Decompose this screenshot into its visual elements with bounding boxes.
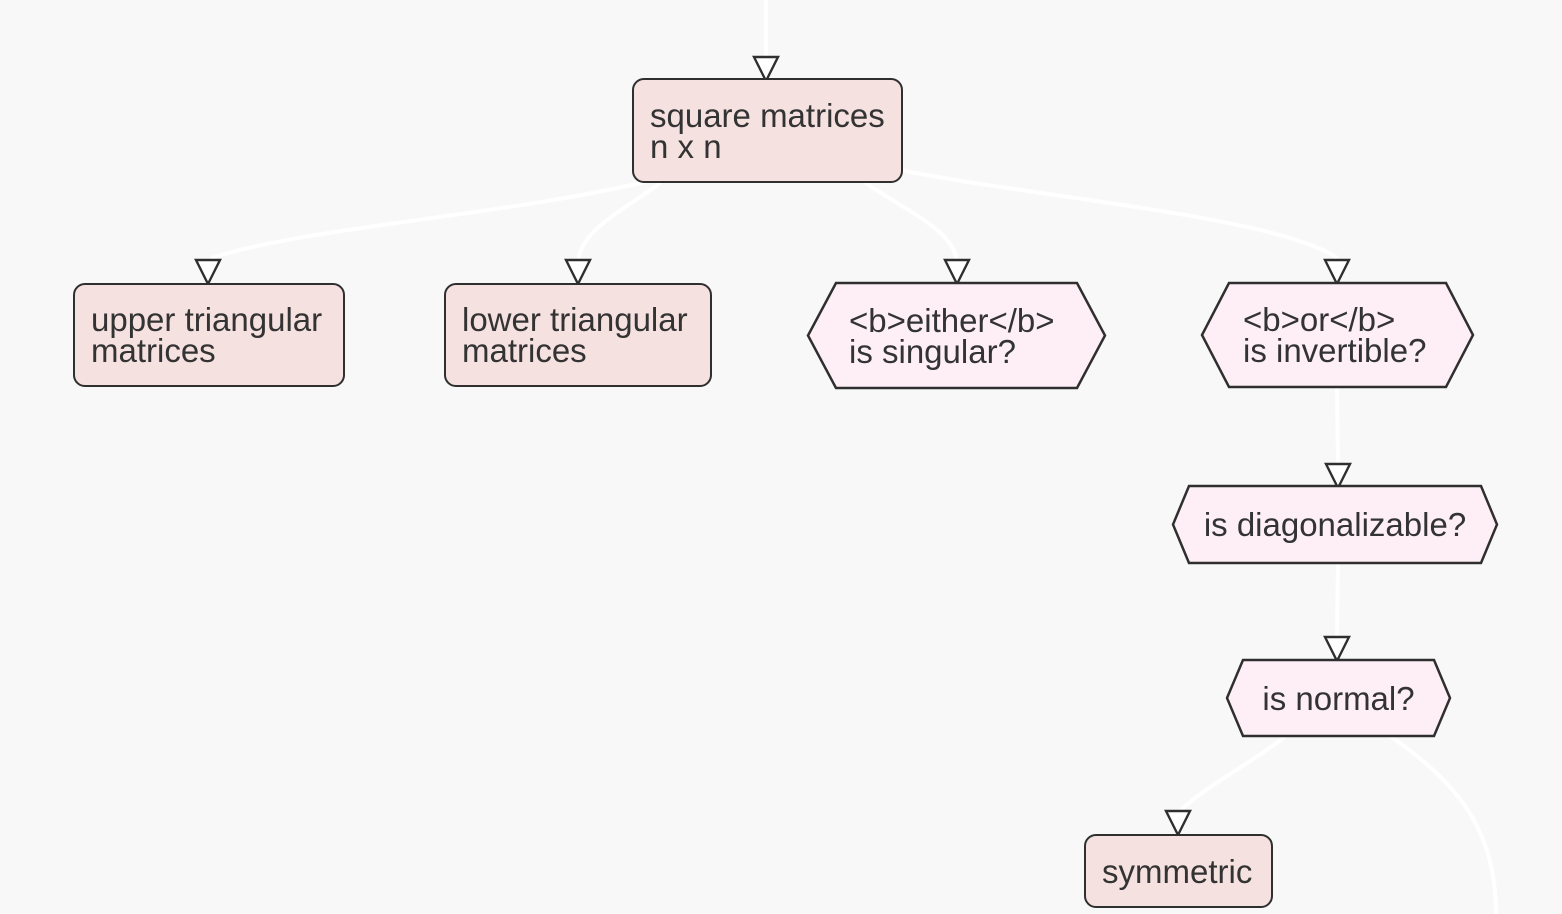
arrowhead-root-icon	[752, 55, 780, 84]
node-label: symmetric	[1086, 836, 1271, 906]
edge-root-to-upper-triangular	[210, 180, 647, 260]
node-lower-triangular-matrices[interactable]: lower triangular matrices	[444, 283, 712, 387]
edge-or-to-diagonalizable	[1335, 386, 1340, 466]
node-label: is normal?	[1227, 660, 1450, 736]
node-label: is diagonalizable?	[1173, 486, 1497, 563]
node-square-matrices[interactable]: square matrices n x n	[632, 78, 903, 183]
hexagon-shape	[1171, 484, 1499, 565]
node-upper-triangular-matrices[interactable]: upper triangular matrices	[73, 283, 345, 387]
node-label: lower triangular matrices	[446, 285, 710, 385]
node-either-is-singular[interactable]: <b>either</b> is singular?	[806, 281, 1107, 390]
node-label-line: is diagonalizable?	[1203, 506, 1467, 543]
hexagon-shape	[1200, 281, 1475, 389]
edge-root-to-or-invertible	[898, 168, 1338, 259]
arrowhead-either-singular-icon	[943, 258, 971, 287]
node-label-line: lower triangular	[462, 301, 688, 338]
node-label-line: <b>either</b>	[849, 301, 1055, 339]
hexagon-shape	[1225, 658, 1452, 738]
node-label-line: <b>or</b>	[1243, 301, 1396, 338]
arrowhead-diagonalizable-icon	[1324, 462, 1352, 491]
node-label-line: is invertible?	[1243, 332, 1427, 369]
node-label-line: n x n	[650, 127, 722, 165]
node-label: square matrices n x n	[634, 80, 901, 181]
arrowhead-symmetric-icon	[1164, 809, 1192, 838]
node-label-line: matrices	[462, 332, 587, 369]
node-symmetric[interactable]: symmetric	[1084, 834, 1273, 908]
node-label-line: is normal?	[1262, 679, 1415, 717]
edge-normal-to-symmetric	[1179, 734, 1288, 812]
arrowhead-normal-icon	[1323, 635, 1351, 664]
edge-normal-to-offscreen-child	[1388, 734, 1498, 914]
node-label-line: upper triangular	[91, 301, 323, 338]
node-label-line: is singular?	[849, 332, 1016, 370]
hexagon-shape	[806, 281, 1107, 390]
edge-root-to-either-singular	[864, 181, 958, 259]
node-label: <b>either</b> is singular?	[808, 283, 1105, 388]
arrowhead-upper-triangular-icon	[194, 258, 222, 287]
node-is-normal[interactable]: is normal?	[1225, 658, 1452, 738]
node-label-line: square matrices	[650, 96, 885, 134]
node-label-line: symmetric	[1102, 852, 1253, 890]
node-label-line: matrices	[91, 332, 216, 369]
node-or-is-invertible[interactable]: <b>or</b> is invertible?	[1200, 281, 1475, 389]
edge-diagonalizable-to-normal	[1335, 562, 1340, 637]
arrowhead-or-invertible-icon	[1323, 258, 1351, 287]
arrowhead-lower-triangular-icon	[564, 258, 592, 287]
node-label: upper triangular matrices	[75, 285, 343, 385]
edge-root-to-lower-triangular	[577, 181, 662, 259]
node-is-diagonalizable[interactable]: is diagonalizable?	[1171, 484, 1499, 565]
node-label: <b>or</b> is invertible?	[1202, 283, 1473, 387]
